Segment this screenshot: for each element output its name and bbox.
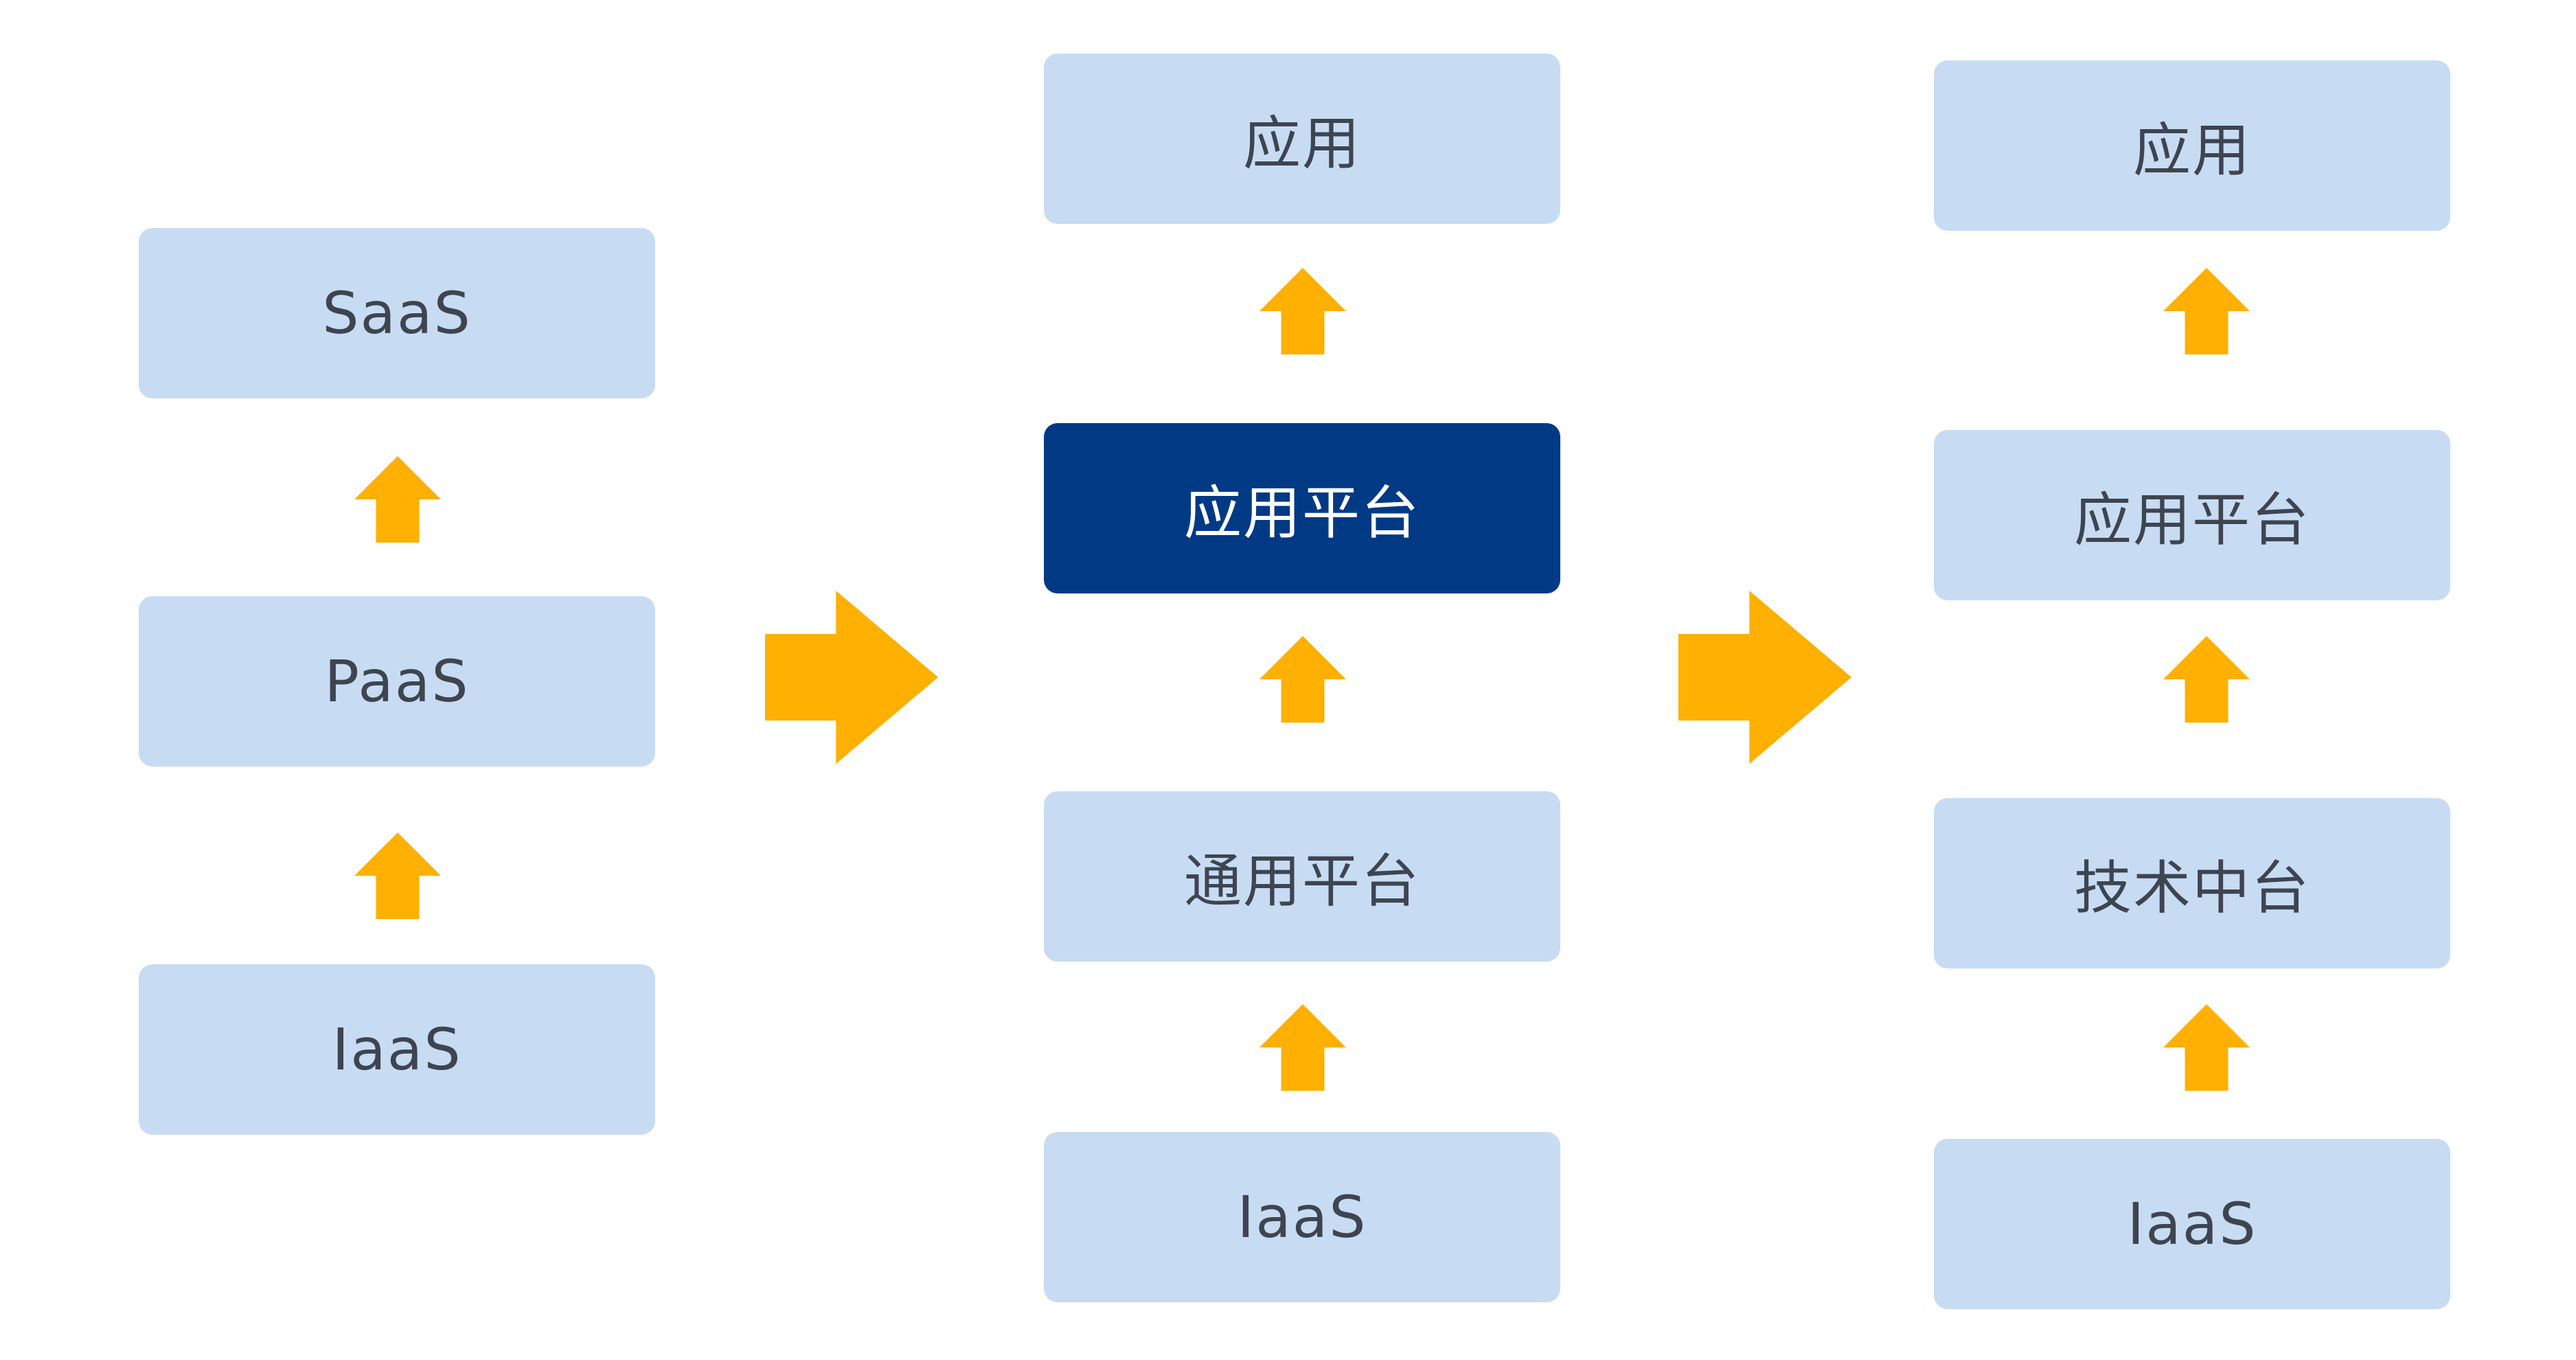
right-arrow-icon — [1678, 591, 1851, 764]
up-arrow-icon — [1259, 636, 1346, 723]
general-platform-box: 通用平台 — [1044, 791, 1560, 962]
paas-box: PaaS — [139, 596, 655, 767]
iaas-box: IaaS — [1044, 1132, 1560, 1302]
right-arrow-icon — [765, 591, 938, 764]
app-platform-box: 应用平台 — [1044, 423, 1560, 593]
up-arrow-icon — [2163, 636, 2250, 723]
tech-middle-platform-label: 技术中台 — [2073, 854, 2310, 922]
saas-box: SaaS — [139, 228, 655, 398]
iaas-label: IaaS — [1237, 1183, 1367, 1251]
general-platform-label: 通用平台 — [1183, 847, 1420, 915]
up-arrow-icon — [2163, 268, 2250, 354]
app-label: 应用 — [1242, 109, 1361, 177]
up-arrow-icon — [1259, 268, 1346, 354]
up-arrow-icon — [354, 832, 441, 919]
app-platform-label: 应用平台 — [2073, 486, 2310, 554]
iaas-label: IaaS — [2127, 1190, 2257, 1258]
iaas-box: IaaS — [139, 964, 655, 1135]
up-arrow-icon — [354, 456, 441, 543]
up-arrow-icon — [1259, 1004, 1346, 1091]
app-platform-box: 应用平台 — [1934, 430, 2450, 600]
app-box: 应用 — [1934, 60, 2450, 231]
up-arrow-icon — [2163, 1004, 2250, 1091]
app-platform-label: 应用平台 — [1183, 479, 1420, 547]
iaas-box: IaaS — [1934, 1139, 2450, 1309]
paas-label: PaaS — [324, 648, 470, 715]
app-box: 应用 — [1044, 54, 1560, 224]
saas-label: SaaS — [322, 280, 472, 347]
tech-middle-platform-box: 技术中台 — [1934, 798, 2450, 968]
iaas-label: IaaS — [332, 1016, 462, 1083]
app-label: 应用 — [2132, 116, 2251, 184]
